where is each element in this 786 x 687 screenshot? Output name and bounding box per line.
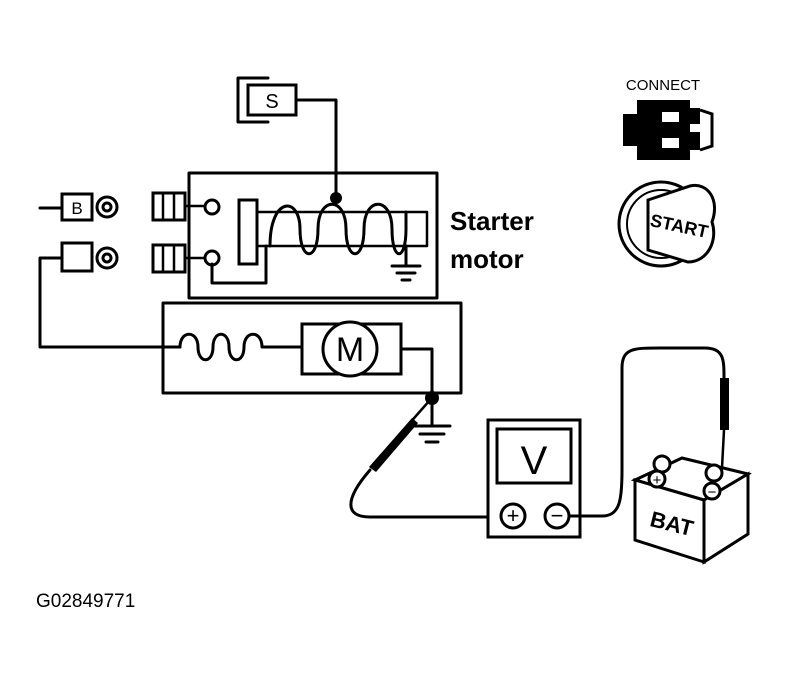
connector-block-lower: [151, 243, 221, 274]
b-terminal: B: [38, 192, 119, 222]
figure-caption: G02849771: [36, 591, 135, 612]
b-terminal-label: B: [71, 199, 82, 218]
meter-positive-terminal: +: [507, 503, 520, 528]
starter-motor-label-line2: motor: [450, 244, 524, 274]
voltmeter-symbol: V: [521, 439, 548, 483]
voltmeter: V + −: [486, 418, 582, 539]
motor-terminal: [38, 241, 182, 349]
ground-symbol: [412, 396, 452, 444]
starter-motor-label-line1: Starter: [450, 206, 534, 236]
connector-block-upper: [151, 191, 221, 222]
solenoid-housing: [187, 171, 439, 300]
positive-test-probe: [349, 399, 502, 519]
start-key-icon: START: [617, 180, 716, 268]
motor-symbol: M: [336, 331, 364, 369]
negative-test-lead: [567, 346, 729, 518]
s-terminal-label: S: [265, 91, 278, 113]
solenoid-internals: [210, 192, 429, 285]
meter-negative-terminal: −: [551, 503, 564, 528]
s-terminal: S: [236, 76, 338, 198]
connect-icon: CONNECT: [623, 77, 714, 160]
battery-positive-terminal: +: [653, 472, 662, 489]
battery-negative-terminal: −: [708, 484, 717, 501]
motor-housing: M: [161, 301, 463, 405]
connect-label: CONNECT: [626, 77, 700, 94]
battery: + − BAT: [630, 454, 752, 565]
